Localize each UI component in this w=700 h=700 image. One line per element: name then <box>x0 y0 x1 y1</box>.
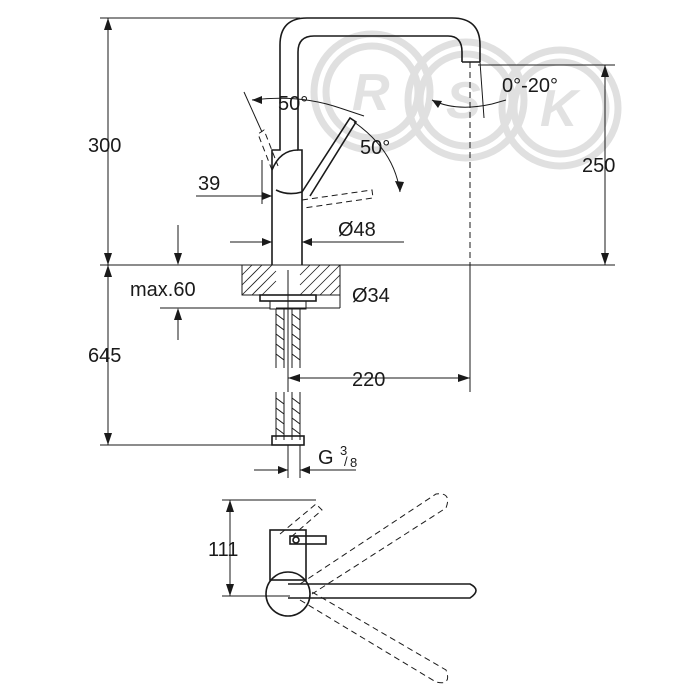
label-deck-thickness: max.60 <box>130 279 196 301</box>
label-lever-angle-back: 50° <box>278 93 308 115</box>
label-connection-numerator: 3 <box>340 443 347 458</box>
label-top-view-depth: 111 <box>208 539 238 561</box>
dimension-reach-220: 220 <box>287 265 471 392</box>
label-reach-220: 220 <box>352 369 385 391</box>
faucet-side-view <box>257 17 485 265</box>
label-spout-tilt: 0°-20° <box>502 75 558 97</box>
dimension-lever-angle-side: 50° <box>353 121 404 193</box>
label-spout-height-250: 250 <box>582 155 615 177</box>
deck-section <box>241 264 341 310</box>
label-connection-fraction-slash: / <box>344 454 348 469</box>
dimension-body-diameter: Ø48 <box>230 219 404 246</box>
dimension-lever-offset-39: 39 <box>196 160 272 204</box>
watermark-letter-r: R <box>352 64 390 122</box>
label-connection-denominator: 8 <box>350 455 357 470</box>
dimension-hole-diameter: Ø34 <box>276 282 390 309</box>
label-connection-prefix: G <box>318 447 334 469</box>
dimension-deck-thickness: max.60 <box>130 225 270 340</box>
faucet-top-view: 111 <box>208 493 477 684</box>
label-lever-angle-side: 50° <box>360 137 390 159</box>
watermark-letter-s: S <box>446 72 481 130</box>
dimension-height-300: 300 <box>88 17 300 265</box>
label-height-300: 300 <box>88 135 121 157</box>
watermark-letter-k: K <box>540 80 581 138</box>
dimension-lever-angle-back: 50° <box>243 91 365 133</box>
dimension-hose-length-645: 645 <box>88 265 272 446</box>
label-lever-offset-39: 39 <box>198 173 220 195</box>
label-hose-length-645: 645 <box>88 345 121 367</box>
dimension-spout-tilt: 0°-20° <box>431 75 558 108</box>
dimension-spout-height-250: 250 <box>478 64 615 265</box>
dimension-connection-thread: G 3 / 8 <box>254 443 357 478</box>
watermark-logo: R S K <box>310 30 622 170</box>
label-body-diameter: Ø48 <box>338 219 376 241</box>
label-hole-diameter: Ø34 <box>352 285 390 307</box>
